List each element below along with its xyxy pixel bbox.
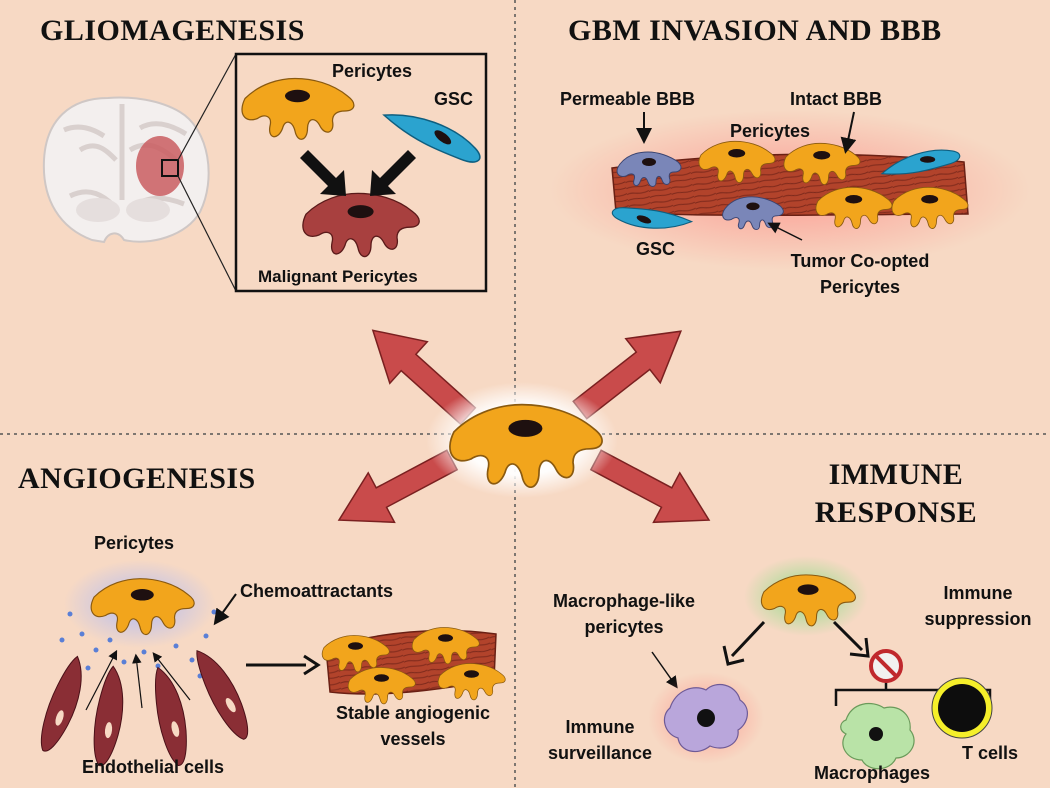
label-pericytes: Pericytes [332,61,413,81]
brain-section [42,53,237,292]
title-angiogenesis: ANGIOGENESIS [18,462,256,495]
label-surveillance-line1: Immune [565,717,635,737]
label-stable-line2: vessels [380,729,446,749]
central-pericyte [426,382,618,498]
label-suppression-line2: suppression [924,609,1032,629]
title-gliomagenesis: GLIOMAGENESIS [40,14,305,47]
stable-vessel [321,627,506,705]
immune-arrow-right [832,620,870,658]
black-arrow-right [370,150,416,196]
suppression-bracket [834,682,992,706]
label-gsc: GSC [434,89,474,109]
angio-pericyte [64,560,216,648]
pericyte-cell [241,77,355,140]
label-t-cells: T cells [962,743,1019,763]
label-intact-bbb: Intact BBB [790,89,883,109]
immune-arrow-left [722,620,766,666]
black-arrow-left [300,150,346,196]
brain-zoom-box [161,159,179,177]
label-surveillance-line2: surveillance [547,743,653,763]
label-invasion-gsc: GSC [636,239,676,259]
immune-pericyte [744,556,868,636]
endothelial-cells [34,643,260,769]
macrophage-like-pericyte [648,672,764,764]
label-angio-pericytes: Pericytes [94,533,175,553]
label-malignant-pericytes: Malignant Pericytes [258,267,418,286]
label-coopted-line2: Pericytes [819,277,901,297]
gliomagenesis-inset-box [234,52,488,293]
malignant-pericyte-cell [302,192,420,258]
title-response: RESPONSE [814,496,978,529]
title-immune: IMMUNE [828,458,964,491]
label-chemoattractants: Chemoattractants [240,581,394,601]
macrophage-cell [840,702,915,770]
label-macrophage-like-line2: pericytes [584,617,664,637]
label-suppression-line1: Immune [943,583,1013,603]
prohibition-icon [869,649,903,683]
endothelial-migration-arrows [85,649,191,711]
title-gbm-invasion: GBM INVASION AND BBB [568,14,942,47]
label-invasion-pericytes: Pericytes [730,121,811,141]
label-permeable-bbb: Permeable BBB [560,89,696,109]
label-stable-line1: Stable angiogenic [335,703,491,723]
label-macrophage-like-line1: Macrophage-like [552,591,696,611]
chemoattractant-dots [59,609,217,679]
angio-long-arrow [246,654,321,676]
t-cell [931,677,993,739]
label-macrophages: Macrophages [814,763,931,783]
label-coopted-line1: Tumor Co-opted [790,251,930,271]
label-endothelial-cells: Endothelial cells [82,757,225,777]
